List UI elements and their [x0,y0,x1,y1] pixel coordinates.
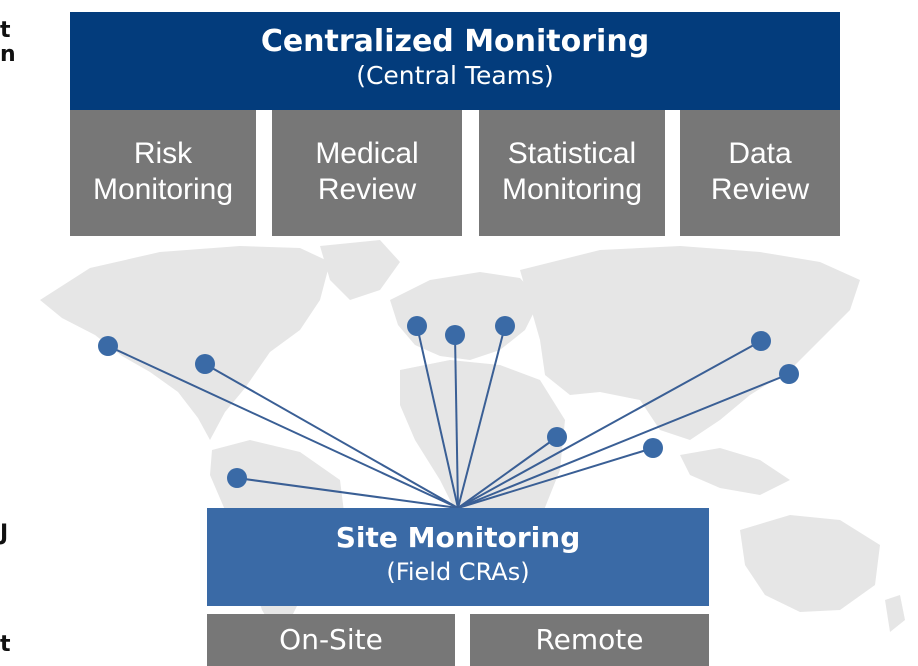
centralized-monitoring-title: Centralized Monitoring [260,24,650,59]
statistical-monitoring-line1: Statistical [507,137,637,170]
medical-review-box: Medical Review [272,110,462,236]
connector-line-8 [457,447,654,509]
continent-asia [520,246,860,440]
continent-australia [740,515,880,612]
medical-review-line2: Review [317,173,417,206]
site-monitoring-box: Site Monitoring (Field CRAs) [207,508,709,606]
statistical-monitoring-line2: Monitoring [501,173,643,206]
remote-box: Remote [470,614,709,666]
site-monitoring-title: Site Monitoring [335,521,581,554]
site-dot-2 [195,354,215,374]
connector-line-9 [457,340,762,509]
site-dot-10 [779,364,799,384]
site-dot-7 [547,427,567,447]
medical-review-line1: Medical [315,137,419,170]
on-site-box: On-Site [207,614,455,666]
continent-new-zealand [885,595,905,632]
site-dot-9 [751,331,771,351]
statistical-monitoring-box: Statistical Monitoring [479,110,665,236]
site-monitoring-subtitle: (Field CRAs) [386,558,530,586]
risk-monitoring-box: Risk Monitoring [70,110,256,236]
connector-line-6 [457,325,506,509]
site-dots [98,316,799,488]
edge-text-1: t [0,18,11,43]
site-dot-1 [98,336,118,356]
continent-north-america [40,246,330,440]
risk-monitoring-line1: Risk [133,137,193,170]
edge-text-2: n [0,42,16,67]
connector-line-7 [457,436,558,509]
connector-line-1 [107,345,459,509]
centralized-monitoring-box: Centralized Monitoring (Central Teams) [70,12,840,110]
centralized-monitoring-subtitle: (Central Teams) [356,61,554,90]
continent-europe [390,272,540,360]
site-dot-3 [227,468,247,488]
connector-line-5 [454,334,459,509]
connector-lines [107,325,790,509]
site-dot-4 [407,316,427,336]
site-dot-8 [643,438,663,458]
edge-text-3: J [0,521,9,546]
data-review-line2: Review [710,173,810,206]
continent-southeast-asia [680,448,790,495]
connector-line-4 [416,325,459,509]
continent-greenland [320,240,400,300]
data-review-line1: Data [728,137,792,170]
connector-line-3 [236,477,459,509]
data-review-box: Data Review [680,110,840,236]
site-dot-5 [445,325,465,345]
risk-monitoring-line2: Monitoring [92,173,234,206]
connector-line-2 [204,363,459,509]
connector-line-10 [457,373,790,509]
edge-text-4: t [0,632,11,657]
site-dot-6 [495,316,515,336]
